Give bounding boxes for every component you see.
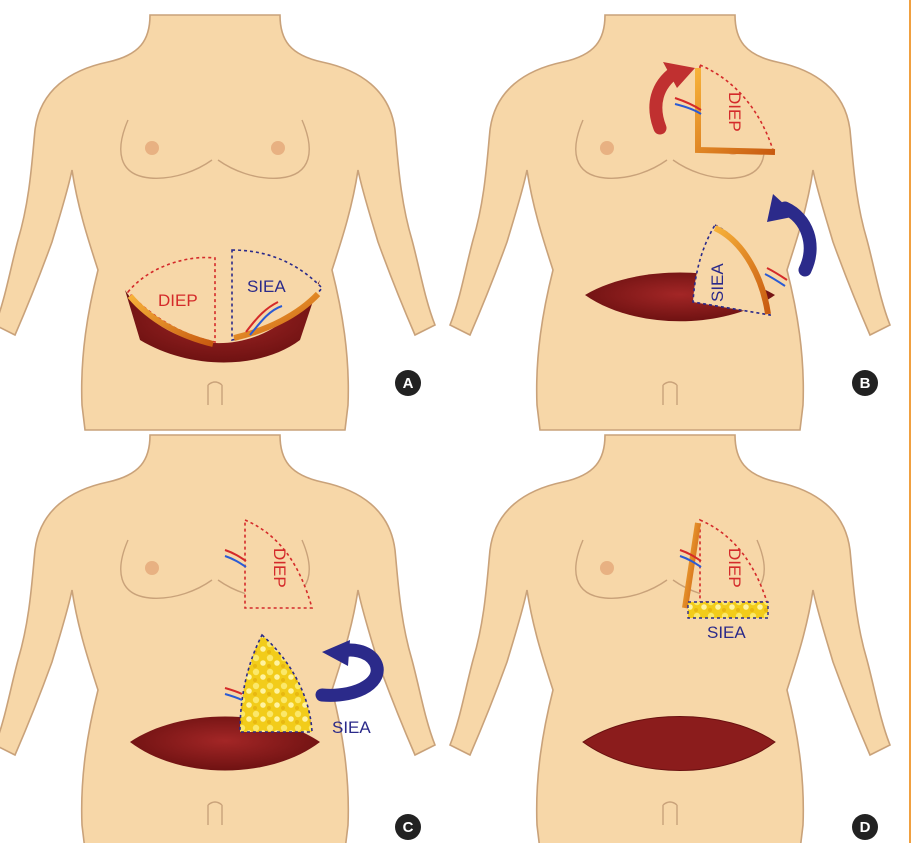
torso-c (0, 435, 435, 843)
badge-a-letter: A (403, 375, 414, 392)
diep-label-a: DIEP (158, 291, 198, 310)
badge-d-letter: D (860, 819, 871, 836)
diep-label-c: DIEP (270, 548, 289, 588)
badge-c-letter: C (403, 819, 414, 836)
torso-d (450, 435, 890, 843)
panel-d: DIEP SIEA D (450, 435, 890, 843)
panel-a: DIEP SIEA A (0, 15, 435, 430)
siea-label-d: SIEA (707, 623, 746, 642)
siea-label-c: SIEA (332, 718, 371, 737)
torso-a (0, 15, 435, 430)
siea-label-b: SIEA (708, 263, 727, 302)
siea-label-a: SIEA (247, 277, 286, 296)
badge-b-letter: B (860, 375, 871, 392)
panel-c: DIEP SIEA C (0, 435, 435, 843)
diep-label-d: DIEP (725, 548, 744, 588)
siea-fat-strip-d (688, 602, 768, 618)
panel-b: DIEP SIEA B (450, 15, 890, 430)
diep-label-b: DIEP (725, 92, 744, 132)
